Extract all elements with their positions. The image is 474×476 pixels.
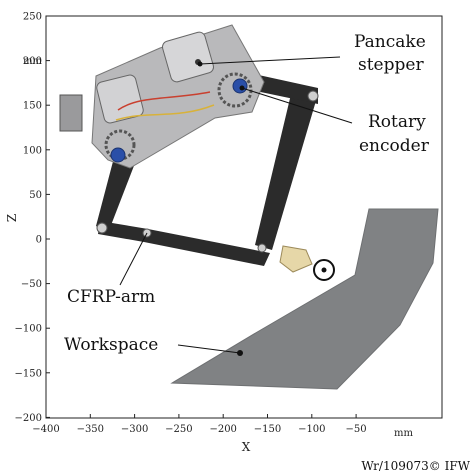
x-axis-ticks: −400 −350 −300 −250 −200 −150 −100 −50: [32, 414, 367, 435]
joint-left: [96, 222, 108, 234]
label-rotary-line2: encoder: [359, 136, 430, 156]
tool-center-point: [321, 267, 327, 273]
y-axis-unit: mm: [23, 56, 42, 67]
arm-left-upper: [96, 150, 137, 233]
x-tick-label: −300: [121, 424, 148, 435]
x-axis-unit: mm: [394, 428, 413, 439]
effector-holder: [279, 245, 313, 273]
x-tick-label: −100: [298, 424, 325, 435]
leader-cfrp-arm: [119, 232, 148, 286]
leader-pancake-stepper: [199, 56, 341, 65]
label-cfrp-arm: CFRP-arm: [67, 287, 155, 307]
tool-center-ring: [313, 259, 335, 281]
motor-assembly: [59, 24, 265, 169]
x-tick-label: −50: [346, 424, 367, 435]
y-tick-label: −150: [15, 368, 42, 379]
y-tick-label: 200: [23, 56, 42, 67]
leader-workspace: [177, 344, 241, 354]
label-pancake-line1: Pancake: [354, 32, 426, 52]
x-tick-label: −150: [254, 424, 281, 435]
leader-dot-workspace: [237, 350, 243, 356]
wire-yellow: [115, 104, 215, 121]
y-tick-label: 100: [23, 145, 42, 156]
x-tick-label: −350: [77, 424, 104, 435]
connector-block: [59, 94, 83, 132]
y-tick-label: −100: [15, 324, 42, 335]
encoder-disc-left: [110, 147, 126, 163]
arm-right-upper: [255, 90, 318, 250]
x-tick-label: −250: [165, 424, 192, 435]
joint-top-right: [307, 90, 319, 102]
pancake-stepper-top: [161, 31, 215, 83]
wire-red: [117, 91, 211, 111]
label-rotary-line1: Rotary: [368, 112, 426, 132]
y-axis-ticks: 250 200 150 100 50 0 −50 −100 −150 −200: [15, 12, 50, 424]
x-tick-label: −400: [32, 424, 59, 435]
y-tick-label: 250: [23, 12, 42, 23]
leader-dot-encoder: [239, 85, 245, 91]
rotary-encoder-disc: [232, 78, 248, 94]
end-effector: [279, 245, 335, 281]
x-tick-label: −200: [209, 424, 236, 435]
y-tick-label: 0: [36, 235, 42, 246]
x-axis-label: X: [242, 440, 251, 454]
gear-right: [217, 72, 253, 108]
cfrp-arm-lower: [98, 221, 270, 266]
leader-dot-stepper: [197, 61, 203, 67]
leader-rotary-encoder: [241, 87, 353, 124]
workspace-area: [170, 208, 439, 390]
label-pancake-line2: stepper: [358, 55, 424, 75]
y-tick-label: 150: [23, 101, 42, 112]
label-workspace: Workspace: [64, 335, 158, 355]
y-tick-label: 50: [29, 190, 42, 201]
joint-bottom-right: [257, 243, 267, 253]
y-tick-label: −50: [21, 279, 42, 290]
y-axis-label: Z: [5, 214, 19, 222]
y-tick-label: −200: [15, 413, 42, 424]
credit-text: Wr/109073© IFW: [361, 459, 470, 473]
pancake-stepper-left: [96, 74, 144, 124]
